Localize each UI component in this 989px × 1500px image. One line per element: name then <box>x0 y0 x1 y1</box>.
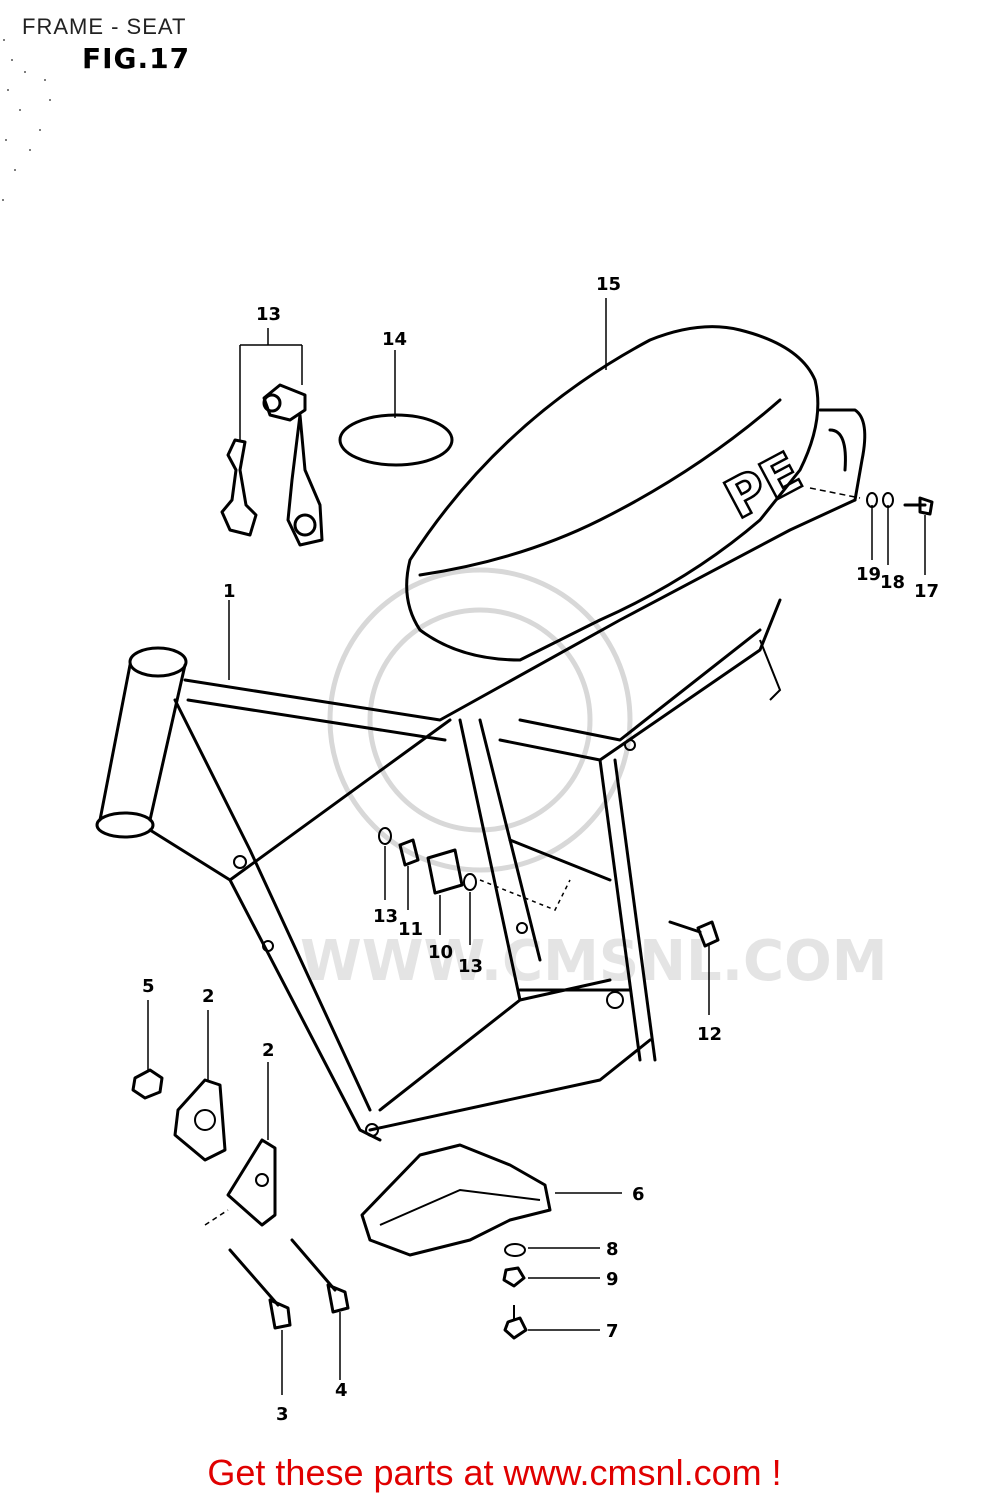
footer-link[interactable]: Get these parts at www.cmsnl.com ! <box>0 1452 989 1494</box>
callout-12: 12 <box>697 1024 722 1045</box>
callout-16: 15 <box>596 274 621 295</box>
seat-band-ring <box>338 413 454 467</box>
scan-noise <box>2 39 51 201</box>
seat: PE <box>405 325 867 662</box>
diagram-title: FRAME - SEAT <box>22 14 187 39</box>
callout-3: 3 <box>276 1404 289 1425</box>
callout-6: 6 <box>632 1184 645 1205</box>
callout-10: 10 <box>428 942 453 963</box>
callout-15: 14 <box>382 329 407 350</box>
callout-2-upper: 2 <box>202 986 215 1007</box>
leader-lines <box>147 298 926 1395</box>
callout-labels: 13 14 15 1 19 18 17 13 11 10 13 12 5 2 2… <box>142 274 939 1425</box>
callout-14: 13 <box>256 304 281 325</box>
callout-11: 11 <box>398 919 423 940</box>
callout-13-lower: 13 <box>458 956 483 977</box>
callout-4: 4 <box>335 1380 348 1401</box>
callout-19: 19 <box>856 564 881 585</box>
callout-13-upper: 13 <box>373 906 398 927</box>
engine-mount-bolts <box>204 1209 350 1330</box>
collars-and-washers <box>378 827 477 895</box>
callout-7: 7 <box>606 1321 619 1342</box>
skid-plate-fasteners <box>502 1243 528 1340</box>
seat-logo-text: PE <box>715 440 812 532</box>
callout-8: 8 <box>606 1239 619 1260</box>
callout-18: 18 <box>880 572 905 593</box>
tool-set <box>220 383 324 547</box>
frame <box>95 498 857 1142</box>
figure-number: FIG.17 <box>82 42 191 75</box>
callout-5: 5 <box>142 976 155 997</box>
nut-5 <box>131 1068 164 1100</box>
callout-17: 17 <box>914 581 939 602</box>
callout-9: 9 <box>606 1269 619 1290</box>
callout-2-lower: 2 <box>262 1040 275 1061</box>
bolt-12 <box>668 920 720 948</box>
seat-fasteners <box>866 492 934 516</box>
engine-mount-plates <box>173 1078 277 1227</box>
cmsnl-link[interactable]: Get these parts at www.cmsnl.com ! <box>207 1452 782 1493</box>
callout-1: 1 <box>223 581 236 602</box>
skid-plate <box>360 1143 552 1257</box>
